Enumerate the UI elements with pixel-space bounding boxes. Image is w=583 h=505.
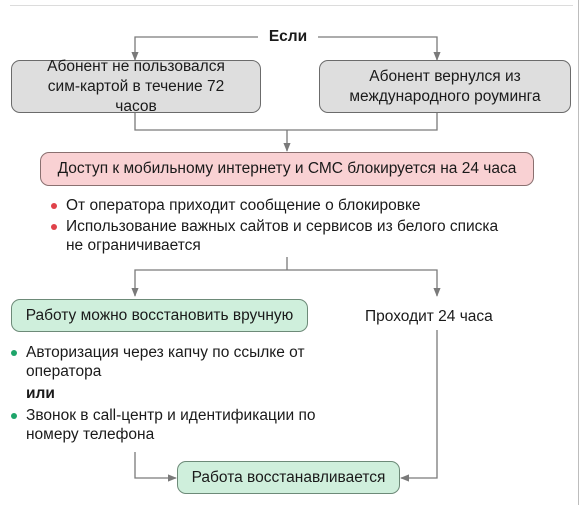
arrow-to-manual-box bbox=[131, 269, 287, 297]
or-label: или bbox=[26, 385, 55, 402]
condition-text-unused-sim: Абонент не пользовался сим-картой в тече… bbox=[47, 57, 225, 115]
block-notes-list: От оператора приходит сообщение о блокир… bbox=[49, 196, 519, 255]
block-note-item: Использование важных сайтов и сервисов и… bbox=[49, 217, 519, 255]
manual-restore-text: Работу можно восстановить вручную bbox=[25, 306, 294, 324]
block-note-item: От оператора приходит сообщение о блокир… bbox=[49, 196, 519, 215]
top-divider bbox=[10, 5, 573, 6]
bullet-dot-icon bbox=[51, 224, 57, 230]
arrow-wait-to-result bbox=[400, 330, 438, 482]
condition-label: Если bbox=[258, 27, 318, 47]
right-divider bbox=[578, 0, 579, 505]
block-box-text: Доступ к мобильному интернету и СМС блок… bbox=[57, 160, 517, 177]
result-box: Работа восстанавливается bbox=[177, 461, 400, 494]
block-box: Доступ к мобильному интернету и СМС блок… bbox=[40, 152, 534, 186]
manual-note-captcha: Авторизация через капчу по ссылке от опе… bbox=[26, 344, 305, 380]
manual-note-call-center: Звонок в call-центр и идентификации по н… bbox=[26, 407, 316, 443]
arrow-to-condition-left bbox=[131, 36, 258, 61]
bullet-dot-icon bbox=[11, 350, 17, 356]
manual-note-or: или bbox=[9, 384, 329, 403]
condition-box-roaming: Абонент вернулся из международного роуми… bbox=[319, 60, 571, 113]
result-box-text: Работа восстанавливается bbox=[191, 468, 386, 486]
condition-text-roaming: Абонент вернулся из международного роуми… bbox=[349, 67, 541, 105]
arrow-manual-to-result bbox=[134, 452, 177, 482]
arrow-to-condition-right bbox=[318, 36, 441, 61]
merge-line-conditions bbox=[134, 113, 438, 131]
arrow-to-wait-label bbox=[287, 269, 441, 297]
block-note-text: От оператора приходит сообщение о блокир… bbox=[66, 197, 421, 214]
bullet-dot-icon bbox=[11, 413, 17, 419]
wait-label: Проходит 24 часа bbox=[365, 308, 493, 325]
block-note-text: Использование важных сайтов и сервисов и… bbox=[66, 218, 499, 254]
bullet-dot-icon bbox=[51, 203, 57, 209]
manual-note-item: Звонок в call-центр и идентификации по н… bbox=[9, 406, 329, 444]
condition-box-unused-sim: Абонент не пользовался сим-картой в тече… bbox=[11, 58, 261, 115]
manual-restore-box: Работу можно восстановить вручную bbox=[11, 299, 308, 332]
manual-notes-list: Авторизация через капчу по ссылке от опе… bbox=[9, 343, 329, 444]
manual-note-item: Авторизация через капчу по ссылке от опе… bbox=[9, 343, 329, 381]
